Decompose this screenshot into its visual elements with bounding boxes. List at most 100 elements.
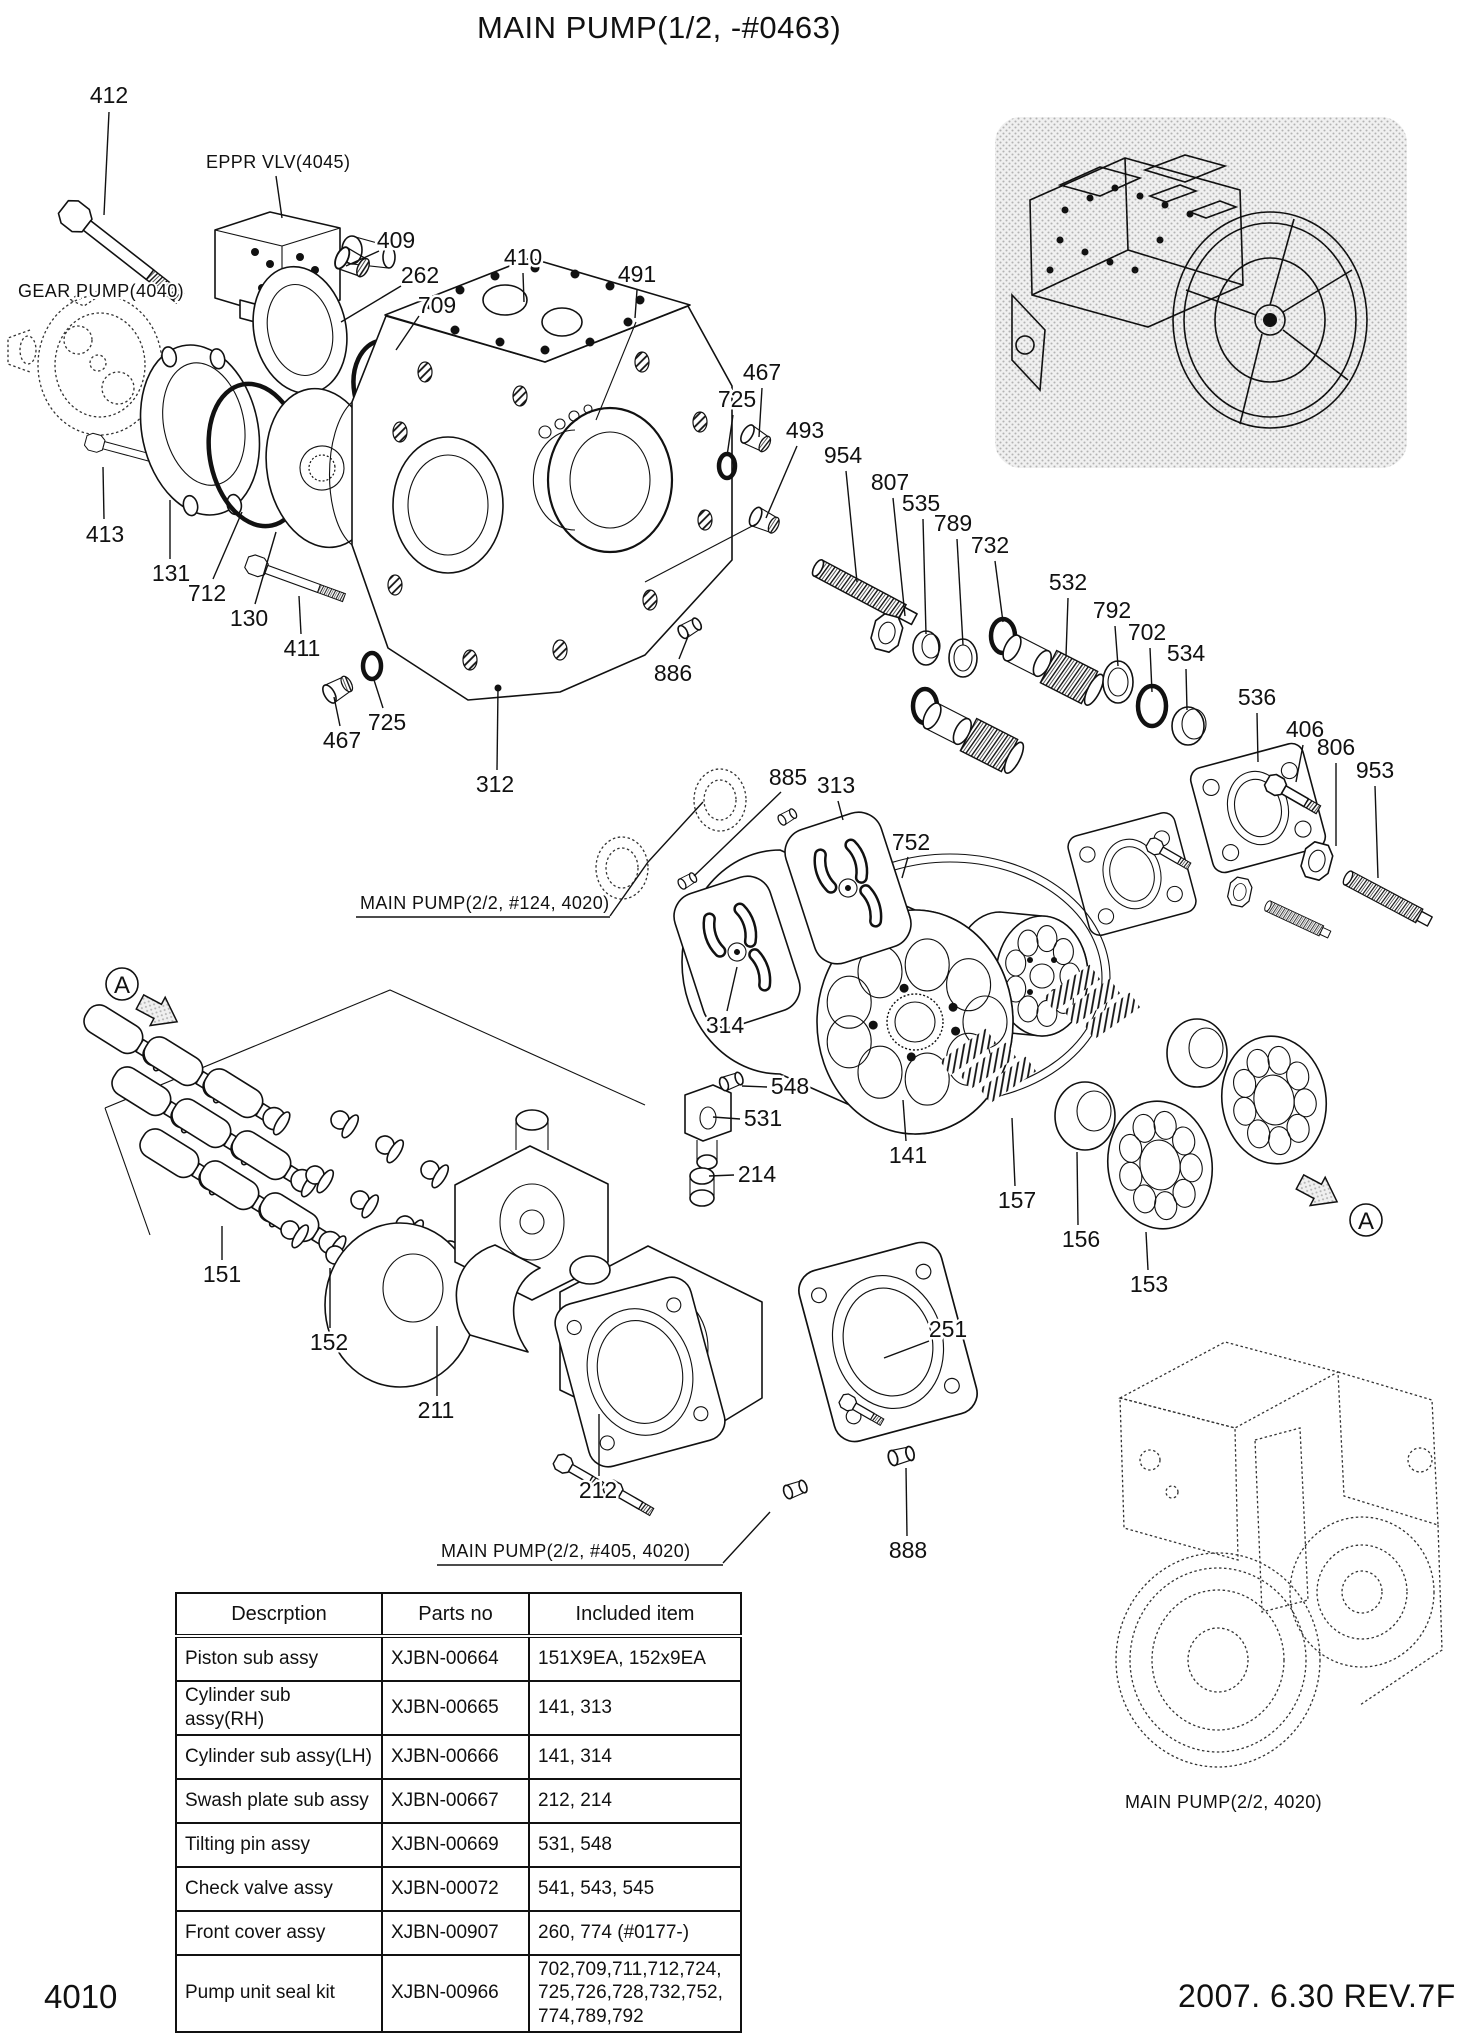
table-cell-included: 260, 774 (#0177-) <box>528 1909 742 1956</box>
table-cell-description: Pump unit seal kit <box>175 1953 383 2033</box>
piston-set <box>78 989 646 1326</box>
main-housing <box>328 257 733 701</box>
disc-534 <box>1171 706 1207 746</box>
pin-548 <box>717 1069 746 1093</box>
callout-411: 411 <box>284 635 321 661</box>
view-marker-letter: A <box>1358 1208 1374 1235</box>
table-cell-included: 541, 543, 545 <box>528 1865 742 1912</box>
gearbox-drawing <box>1115 1341 1443 1768</box>
callout-412: 412 <box>90 82 128 108</box>
callout-954: 954 <box>824 442 863 468</box>
table-cell-parts-no: XJBN-00667 <box>381 1777 530 1824</box>
callout-789: 789 <box>934 510 972 536</box>
callout-211: 211 <box>418 1397 455 1423</box>
callout-534: 534 <box>1167 640 1206 666</box>
table-cell-included: 141, 313 <box>528 1680 742 1736</box>
callout-313: 313 <box>817 772 855 798</box>
callout-141: 141 <box>889 1142 927 1168</box>
callout-467: 467 <box>323 727 361 753</box>
retainer-153b <box>1212 1028 1336 1172</box>
callout-214: 214 <box>738 1161 777 1187</box>
callout-262: 262 <box>401 262 439 288</box>
callout-491: 491 <box>618 261 656 287</box>
table-cell-description: Swash plate sub assy <box>175 1777 383 1824</box>
callout-157: 157 <box>998 1187 1036 1213</box>
tilting-pin-531 <box>684 1084 732 1170</box>
table-cell-parts-no: XJBN-00669 <box>381 1821 530 1868</box>
callout-807: 807 <box>871 469 909 495</box>
table-cell-parts-no: XJBN-00072 <box>381 1865 530 1912</box>
bolt-411 <box>242 552 348 608</box>
pin-888 <box>885 1444 917 1468</box>
ring-792 <box>1102 660 1134 704</box>
view-marker-right: A <box>1291 1167 1383 1237</box>
cup-156b <box>1166 1018 1228 1088</box>
callout-314: 314 <box>706 1012 745 1038</box>
table-cell-description: Check valve assy <box>175 1865 383 1912</box>
callout-layer: 4124092627094104914677254939548075357897… <box>83 80 1396 1566</box>
table-cell-description: Tilting pin assy <box>175 1821 383 1868</box>
bushing-214 <box>689 1167 715 1207</box>
ref-label: MAIN PUMP(2/2, #405, 4020) <box>441 1541 691 1561</box>
callout-725: 725 <box>368 709 406 735</box>
page-title: MAIN PUMP(1/2, -#0463) <box>477 10 842 45</box>
gear-pump-drawing <box>7 287 163 436</box>
callout-152: 152 <box>310 1329 348 1355</box>
front-cover-cluster <box>53 195 651 706</box>
table-header-parts-no: Parts no <box>381 1592 530 1638</box>
callout-153: 153 <box>1130 1271 1168 1297</box>
callout-493: 493 <box>786 417 824 443</box>
ref-label: GEAR PUMP(4040) <box>18 281 184 301</box>
table-cell-parts-no: XJBN-00907 <box>381 1909 530 1956</box>
ring-535 <box>912 630 941 666</box>
rotary-group <box>595 768 1336 1237</box>
plug-467-upper <box>737 422 775 456</box>
ref-label: EPPR VLV(4045) <box>206 152 350 172</box>
callout-732: 732 <box>971 532 1009 558</box>
callout-156: 156 <box>1062 1226 1100 1252</box>
callout-702: 702 <box>1128 619 1166 645</box>
callout-806: 806 <box>1317 734 1355 760</box>
view-arrow-right <box>1291 1167 1346 1217</box>
callout-410: 410 <box>504 244 542 270</box>
callout-467: 467 <box>743 359 781 385</box>
plug-467-lower <box>319 672 357 706</box>
table-cell-included: 151X9EA, 152x9EA <box>528 1635 742 1682</box>
spool-532 <box>996 627 1109 710</box>
callout-535: 535 <box>902 490 940 516</box>
table-header-included-item: Included item <box>528 1592 742 1638</box>
callout-709: 709 <box>418 292 456 318</box>
callout-130: 130 <box>230 605 268 631</box>
table-cell-description: Front cover assy <box>175 1909 383 1956</box>
table-cell-parts-no: XJBN-00666 <box>381 1733 530 1780</box>
parts-table: Descrption Parts no Included item Piston… <box>175 1592 742 2033</box>
table-cell-description: Cylinder sub assy(LH) <box>175 1733 383 1780</box>
callout-251: 251 <box>929 1316 967 1342</box>
callout-752: 752 <box>892 829 930 855</box>
callout-409: 409 <box>377 227 415 253</box>
table-cell-parts-no: XJBN-00664 <box>381 1635 530 1682</box>
nut-806b <box>1225 875 1254 909</box>
seal-cover-251 <box>793 1236 983 1448</box>
table-cell-included: 531, 548 <box>528 1821 742 1868</box>
callout-312: 312 <box>476 771 514 797</box>
pin-885a <box>775 806 799 828</box>
view-marker-left: A <box>105 967 186 1037</box>
callout-712: 712 <box>188 580 226 606</box>
callout-792: 792 <box>1093 597 1131 623</box>
view-marker-letter: A <box>114 972 130 999</box>
oring-725-lower <box>360 650 384 682</box>
cover-pin <box>781 1477 810 1501</box>
plug-953 <box>1340 868 1435 929</box>
table-cell-included: 702,709,711,712,724, 725,726,728,732,752… <box>528 1953 742 2033</box>
callout-532: 532 <box>1049 569 1087 595</box>
spool-532b <box>916 695 1029 778</box>
